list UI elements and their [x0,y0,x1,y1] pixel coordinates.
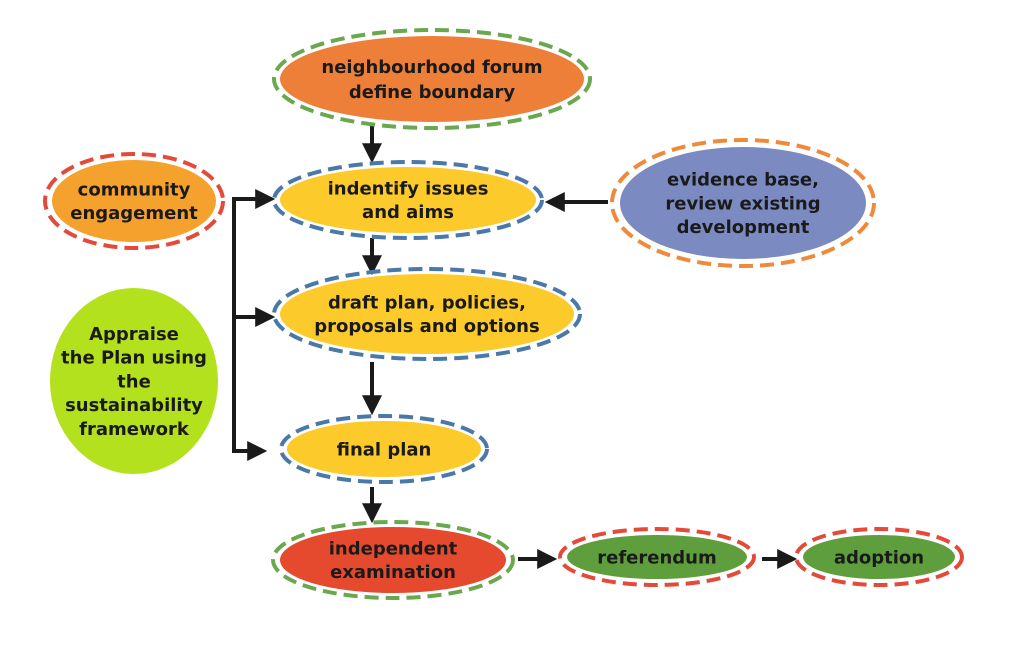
forum-dashed-border [272,28,592,130]
evidence-fill [620,147,866,259]
appraise-label-line: the Plan using [61,348,207,369]
referendum-fill [567,535,747,579]
draft-label-line: draft plan, policies, [328,292,526,313]
evidence-label-line: development [677,217,810,238]
evidence-label-line: evidence base, [667,170,819,191]
node-independent-examination: independent examination [271,520,515,600]
appraise-label-line: sustainability [65,395,203,416]
referendum-dashed-border [558,527,756,587]
node-draft-plan: draft plan, policies, proposals and optio… [272,267,582,361]
node-neighbourhood-forum: neighbourhood forum define boundary [272,28,592,130]
appraise-label-line: Appraise [89,324,179,345]
adoption-dashed-border [794,527,964,587]
appraise-fill [50,288,218,474]
node-identify-issues: indentify issues and aims [272,160,544,240]
identify-label-line: indentify issues [328,178,489,199]
draft-fill [280,274,574,354]
community-fill [52,160,216,242]
community-dashed-border [43,152,225,250]
final-fill [287,421,481,477]
final-label-line: final plan [337,439,432,460]
node-final-plan: final plan [279,414,489,484]
identify-label-line: and aims [362,202,454,223]
identify-fill [280,167,536,233]
evidence-dashed-border [610,138,876,268]
node-adoption: adoption [794,527,964,587]
examination-label-line: examination [330,562,456,583]
connectors [232,126,798,569]
examination-label-line: independent [329,538,458,559]
adoption-label-line: adoption [834,547,924,568]
appraise-label-line: the [117,371,151,392]
examination-fill [280,527,506,593]
forum-fill [280,36,584,122]
evidence-label-line: review existing [665,193,820,214]
final-dashed-border [279,414,489,484]
referendum-label-line: referendum [597,547,716,568]
forum-label-line: define boundary [349,82,516,103]
node-evidence-base: evidence base,review existing development [610,138,876,268]
adoption-fill [803,535,955,579]
identify-dashed-border [272,160,544,240]
examination-dashed-border [271,520,515,600]
node-community-engagement: community engagement [43,152,225,250]
draft-label-line: proposals and options [314,316,539,337]
node-referendum: referendum [558,527,756,587]
appraise-label-line: framework [79,419,190,440]
bracket-vertical [232,197,268,461]
community-label-line: community [78,179,191,200]
community-label-line: engagement [70,203,198,224]
draft-dashed-border [272,267,582,361]
forum-label-line: neighbourhood forum [321,57,542,78]
